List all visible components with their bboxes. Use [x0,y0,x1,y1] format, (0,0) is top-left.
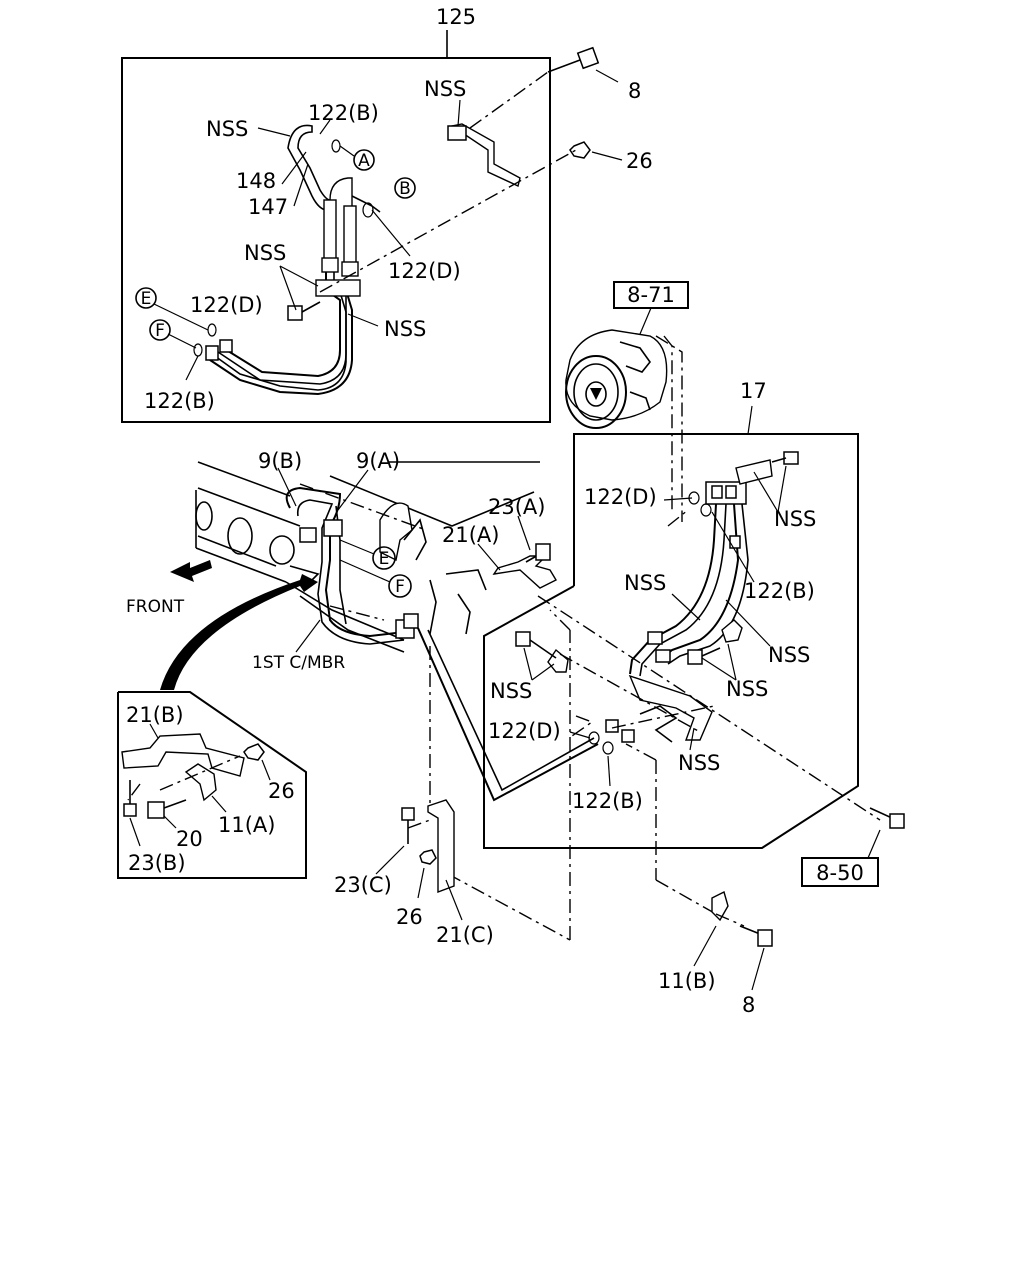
label-8-low: 8 [742,993,755,1017]
label-1st-cmbr: 1ST C/MBR [252,653,345,673]
label-nss-clip-right: NSS [726,677,768,701]
label-122d-left: 122(D) [190,293,263,317]
connector-b: B [399,179,411,199]
connector-a: A [358,151,370,171]
label-122d-mid: 122(D) [388,259,461,283]
label-nss-hose-upper: NSS [624,571,666,595]
label-8-71: 8-71 [627,283,675,307]
label-148: 148 [236,169,276,193]
nut-26-detail-icon [243,743,265,761]
lower-parts: 23(C) 26 21(C) 11(B) 8 [334,799,773,1017]
label-nss-comp-bracket: NSS [774,507,816,531]
bolt-23b-icon [123,780,137,817]
label-26-detail: 26 [268,779,295,803]
clip-11a-icon [184,763,217,802]
frame-crossmember: E F FRONT 1ST C/MBR [126,449,717,941]
label-front: FRONT [126,597,185,617]
label-26-low: 26 [396,905,423,929]
clip-11b-icon [711,890,729,922]
label-23c: 23(C) [334,873,392,897]
bolt-icon [287,301,321,321]
label-20: 20 [176,827,203,851]
label-122b-left: 122(B) [144,389,215,413]
bolt-23a-icon [525,543,551,563]
label-nss-upper-left: NSS [206,117,248,141]
bolt-8-low-icon [739,925,773,947]
label-nss-hose-right: NSS [768,643,810,667]
label-nss-clip-left: NSS [490,679,532,703]
nut-26-icon [569,141,591,159]
label-nss-top: NSS [424,77,466,101]
label-11a: 11(A) [218,813,275,837]
label-21b: 21(B) [126,703,184,727]
inset-125: A B E F 125 8 NSS 26 NSS 122(B) 148 147 … [121,5,653,423]
detail-inset-21b: 21(B) 26 11(A) 20 23(B) [117,691,307,879]
label-9a: 9(A) [356,449,400,473]
label-147: 147 [248,195,288,219]
detail-pointer-icon [160,565,320,690]
label-122b-comp: 122(B) [744,579,815,603]
label-11b: 11(B) [658,969,716,993]
label-9b: 9(B) [258,449,302,473]
bolt-23c-icon [401,807,415,844]
label-17: 17 [740,379,767,403]
connector-f: F [155,321,165,341]
connector-f-frame: F [395,577,405,597]
label-122d-low: 122(D) [488,719,561,743]
bolt-8-icon [547,46,600,73]
compressor-icon [565,329,668,429]
label-23a: 23(A) [488,495,545,519]
label-122b-top: 122(B) [308,101,379,125]
label-nss-mid-left: NSS [244,241,286,265]
manifold-block-icon [705,481,747,505]
label-nss-bracket-lower: NSS [678,751,720,775]
nut-26-low-icon [419,849,437,865]
label-125: 125 [436,5,476,29]
bolt-8-50-icon [869,807,905,829]
label-21c: 21(C) [436,923,494,947]
label-8-50: 8-50 [816,861,864,885]
front-arrow-icon [170,560,212,582]
compressor-group: 8-71 [565,281,689,522]
label-23b: 23(B) [128,851,186,875]
assy-17: 17 [483,379,905,887]
connector-e-frame: E [379,549,390,569]
label-nss-right-inset: NSS [384,317,426,341]
label-122b-low: 122(B) [572,789,643,813]
connector-e: E [141,289,152,309]
label-21a: 21(A) [442,523,499,547]
label-122d-comp: 122(D) [584,485,657,509]
label-8-top: 8 [628,79,641,103]
label-26-top: 26 [626,149,653,173]
bolt-20-icon [147,799,187,819]
